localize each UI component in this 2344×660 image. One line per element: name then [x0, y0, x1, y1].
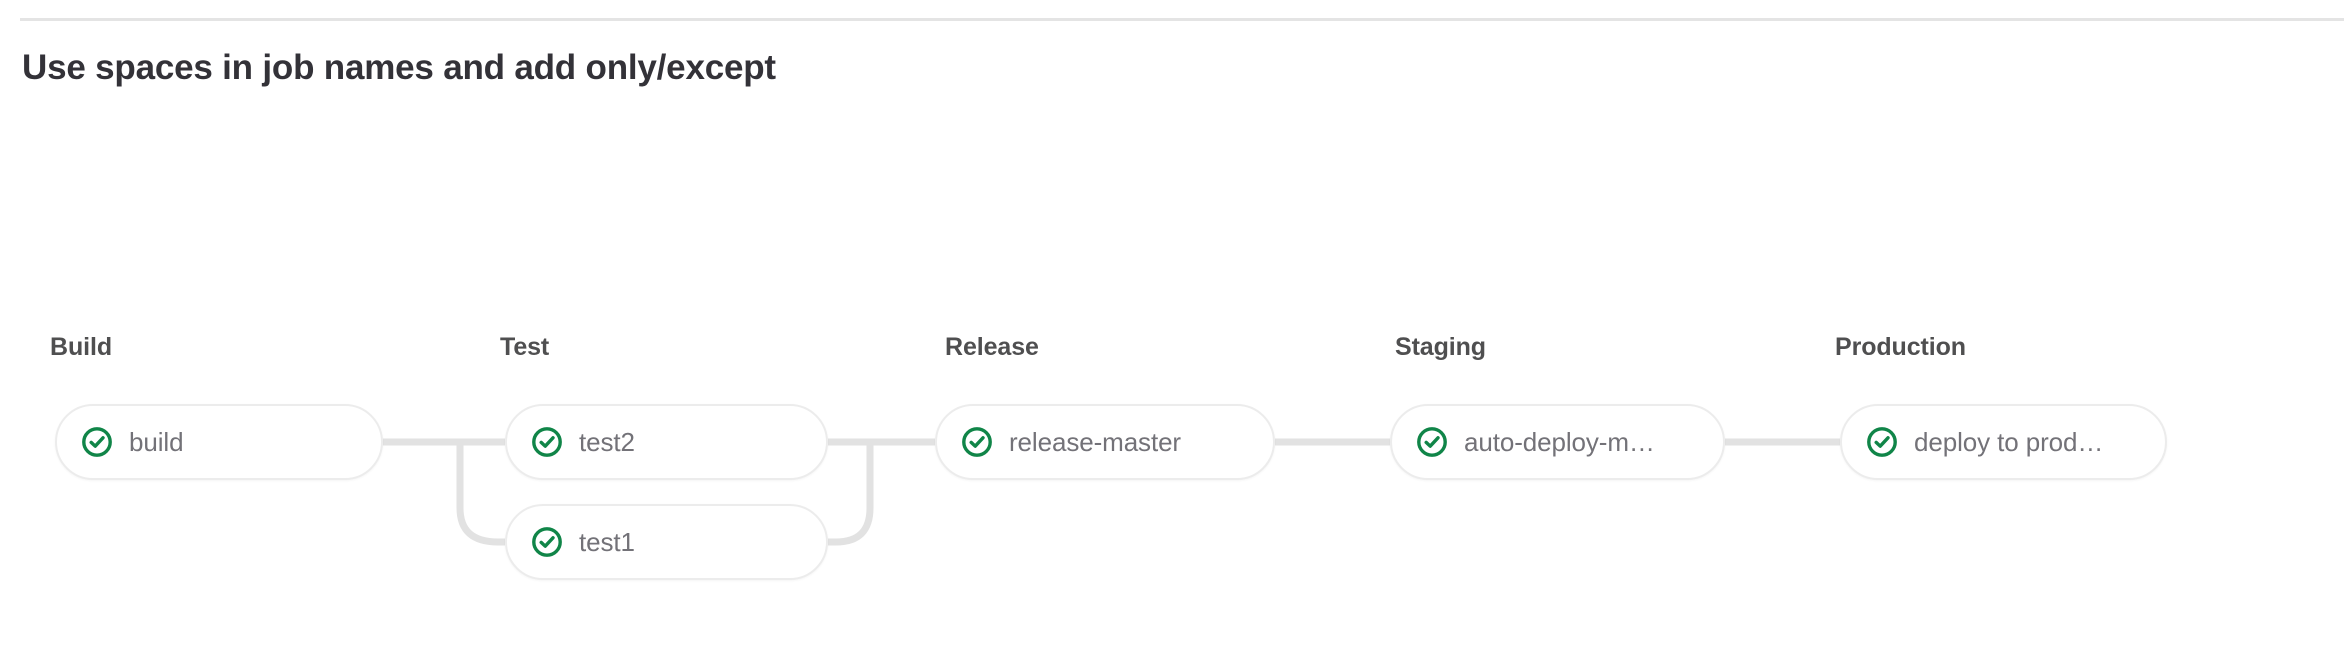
stage-label-production: Production [1835, 333, 1966, 361]
job-pill-deploy-to-production[interactable]: deploy to prod… [1840, 404, 2167, 480]
job-label-auto-deploy-master: auto-deploy-m… [1464, 426, 1655, 457]
job-label-release-master: release-master [1009, 426, 1181, 457]
stage-label-test: Test [500, 333, 550, 361]
header-divider [20, 18, 2344, 21]
status-success-check-icon [1417, 427, 1447, 457]
job-label-test2: test2 [579, 426, 635, 457]
stage-label-build: Build [50, 333, 112, 361]
job-label-build: build [129, 426, 184, 457]
status-success-check-icon [532, 427, 562, 457]
status-success-check-icon [532, 527, 562, 557]
status-success-check-icon [1867, 427, 1897, 457]
job-label-test1: test1 [579, 526, 635, 557]
job-pill-build[interactable]: build [55, 404, 383, 480]
status-success-check-icon [82, 427, 112, 457]
job-pill-test2[interactable]: test2 [505, 404, 828, 480]
page-title: Use spaces in job names and add only/exc… [22, 48, 776, 87]
status-success-check-icon [962, 427, 992, 457]
job-pill-auto-deploy-master[interactable]: auto-deploy-m… [1390, 404, 1725, 480]
job-pill-test1[interactable]: test1 [505, 504, 828, 580]
job-pill-release-master[interactable]: release-master [935, 404, 1275, 480]
job-label-deploy-to-production: deploy to prod… [1914, 426, 2104, 457]
stage-label-release: Release [945, 333, 1039, 361]
stage-label-staging: Staging [1395, 333, 1486, 361]
